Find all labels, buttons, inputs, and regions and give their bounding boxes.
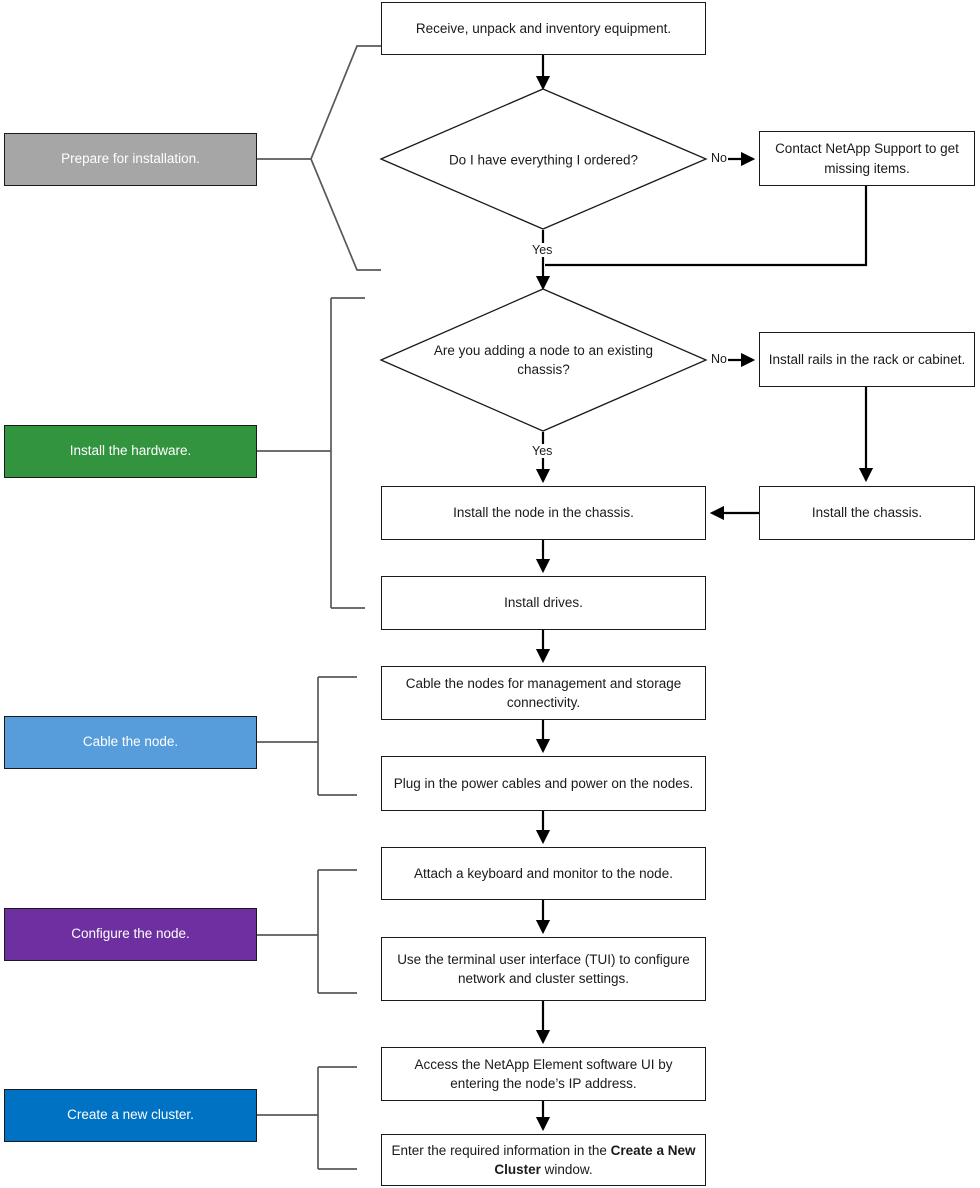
create-cluster-text-pre: Enter the required information in the <box>391 1142 607 1158</box>
edge-label-yes-2: Yes <box>531 444 554 458</box>
phase-box-configure[interactable]: Configure the node. <box>4 908 257 961</box>
step-receive-equipment[interactable]: Receive, unpack and inventory equipment. <box>381 2 706 55</box>
phase-brackets <box>257 45 381 1170</box>
step-install-drives[interactable]: Install drives. <box>381 576 706 630</box>
bracket-cable <box>317 676 357 796</box>
decision-have-everything-label: Do I have everything I ordered? <box>448 151 639 167</box>
create-cluster-text-post: window. <box>544 1162 593 1177</box>
phase-label-prepare: Prepare for installation. <box>61 151 200 167</box>
bracket-install <box>330 297 365 609</box>
step-install-rails[interactable]: Install rails in the rack or cabinet. <box>759 332 975 387</box>
phase-box-cable[interactable]: Cable the node. <box>4 716 257 769</box>
bracket-prepare-top <box>257 45 381 160</box>
step-receive-equipment-label: Receive, unpack and inventory equipment. <box>415 20 672 36</box>
step-install-node-in-chassis[interactable]: Install the node in the chassis. <box>381 486 706 540</box>
step-access-element-ui[interactable]: Access the NetApp Element software UI by… <box>381 1047 706 1101</box>
step-attach-keyboard-monitor-label: Attach a keyboard and monitor to the nod… <box>414 865 673 881</box>
step-create-new-cluster-label: Enter the required information in the Cr… <box>390 1141 697 1179</box>
step-use-tui[interactable]: Use the terminal user interface (TUI) to… <box>381 937 706 1001</box>
edge-label-no-1: No <box>710 151 728 165</box>
step-access-element-ui-label: Access the NetApp Element software UI by… <box>414 1056 673 1091</box>
step-install-drives-label: Install drives. <box>504 595 583 611</box>
phase-box-cluster[interactable]: Create a new cluster. <box>4 1089 257 1142</box>
step-contact-support-label: Contact NetApp Support to get missing it… <box>775 141 959 176</box>
step-contact-support[interactable]: Contact NetApp Support to get missing it… <box>759 131 975 186</box>
step-power-on-nodes[interactable]: Plug in the power cables and power on th… <box>381 756 706 811</box>
step-attach-keyboard-monitor[interactable]: Attach a keyboard and monitor to the nod… <box>381 847 706 900</box>
step-cable-nodes[interactable]: Cable the nodes for management and stora… <box>381 666 706 720</box>
step-create-new-cluster[interactable]: Enter the required information in the Cr… <box>381 1134 706 1186</box>
step-install-rails-label: Install rails in the rack or cabinet. <box>768 351 966 367</box>
phase-box-install[interactable]: Install the hardware. <box>4 425 257 478</box>
step-power-on-nodes-label: Plug in the power cables and power on th… <box>393 775 694 791</box>
step-use-tui-label: Use the terminal user interface (TUI) to… <box>397 951 690 986</box>
phase-label-configure: Configure the node. <box>71 926 190 942</box>
phase-label-cluster: Create a new cluster. <box>67 1107 194 1123</box>
create-cluster-text-bold: Create a New Cluster <box>494 1142 696 1177</box>
step-install-chassis-label: Install the chassis. <box>811 505 923 521</box>
step-cable-nodes-label: Cable the nodes for management and stora… <box>405 675 682 710</box>
phase-label-install: Install the hardware. <box>69 443 192 459</box>
edge-label-yes-1: Yes <box>531 243 554 257</box>
phase-box-prepare[interactable]: Prepare for installation. <box>4 133 257 186</box>
bracket-cluster <box>317 1066 357 1170</box>
decision-adding-node-label: Are you adding a node to an existing cha… <box>433 342 654 377</box>
bracket-prepare-bottom <box>310 158 381 271</box>
phase-label-cable: Cable the node. <box>82 734 179 750</box>
step-install-chassis[interactable]: Install the chassis. <box>759 486 975 540</box>
decision-have-everything[interactable]: Do I have everything I ordered? <box>381 89 706 230</box>
bracket-configure <box>317 869 357 994</box>
decision-adding-node[interactable]: Are you adding a node to an existing cha… <box>381 289 706 431</box>
edge-label-no-2: No <box>710 352 728 366</box>
step-install-node-in-chassis-label: Install the node in the chassis. <box>453 505 634 521</box>
